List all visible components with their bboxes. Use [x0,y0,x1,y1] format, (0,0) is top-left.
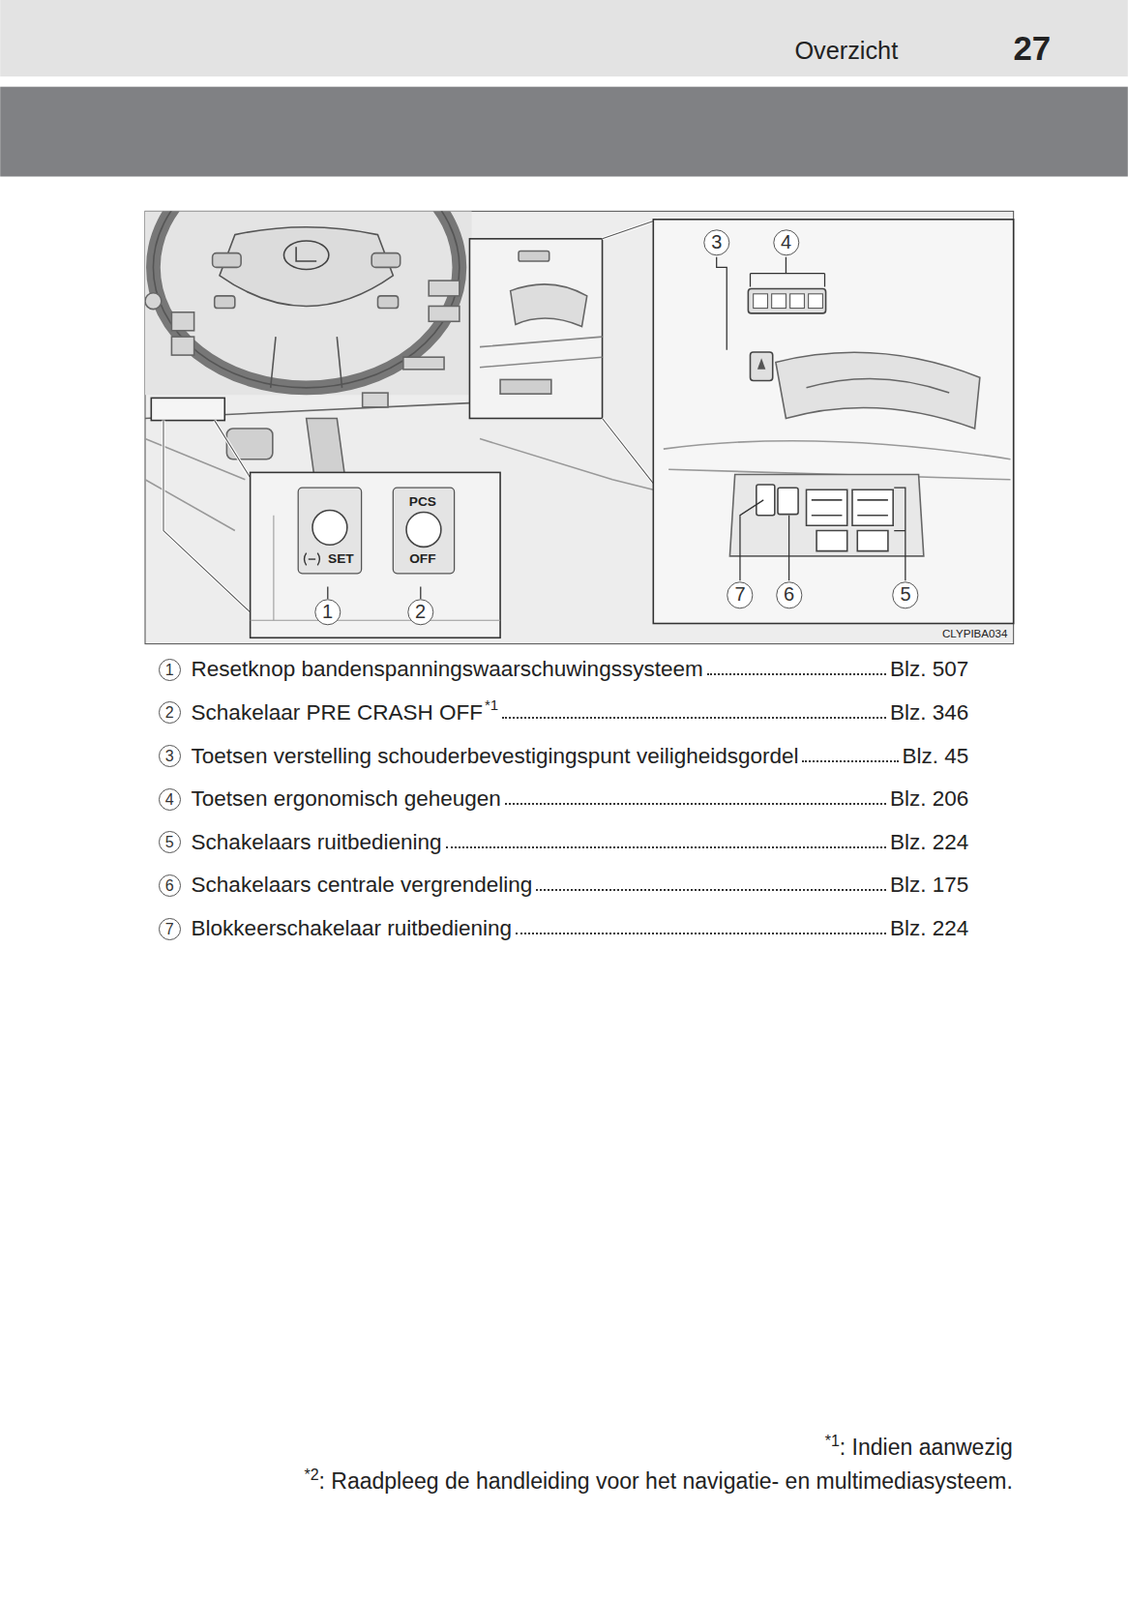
callout-number: 4 [772,229,800,256]
page-reference: Blz. 45 [902,743,970,770]
footnote-text: : Raadpleeg de handleiding voor het navi… [319,1467,1013,1493]
callout-number: 2 [407,598,434,625]
item-number: 5 [158,831,181,854]
leader-dots [535,889,887,891]
footnote-mark: *1 [484,696,499,713]
item-number: 2 [158,701,181,724]
item-name: Schakelaars centrale vergrendeling [191,872,534,898]
item-name: Blokkeerschakelaar ruitbediening [191,916,512,942]
footnote-mark: *1 [825,1432,840,1450]
button-label: SET [327,552,355,567]
leader-dots [445,846,888,849]
list-row: 7 Blokkeerschakelaar ruitbediening Blz. 22… [158,916,970,942]
footnote: *1: Indien aanwezig [825,1432,1013,1461]
button-label: OFF [409,552,436,567]
button-label: PCS [409,495,437,510]
page-reference: Blz. 224 [890,830,969,856]
figure-code: CLYPIBA034 [942,627,1008,641]
item-name: Toetsen ergonomisch geheugen [191,786,502,812]
item-name: Toetsen verstelling schouderbevestigings… [191,743,800,770]
list-row: 1 Resetknop bandenspanningswaarschuwingss… [158,656,970,683]
item-number: 1 [158,658,181,682]
list-row: 4 Toetsen ergonomisch geheugen Blz. 206 [158,786,970,812]
item-name: Schakelaar PRE CRASH OFF [191,700,483,726]
item-number: 4 [158,788,181,811]
item-number: 7 [158,918,181,941]
callout-number: 6 [775,581,802,608]
footnote-text: : Indien aanwezig [839,1434,1013,1460]
callout-number: 7 [726,581,753,608]
leader-dots [504,802,887,805]
leader-dots [801,760,898,763]
leader-dots [502,716,887,719]
list-row: 6 Schakelaars centrale vergrendeling Blz. … [158,872,970,898]
callout-number: 5 [891,581,919,608]
leader-dots [515,932,887,935]
callout-number: 3 [703,229,730,256]
leader-dots [707,673,887,676]
list-row: 5 Schakelaars ruitbediening Blz. 224 [158,830,970,856]
page-number: 27 [1012,29,1051,66]
callout-number: 1 [314,598,341,625]
page-reference: Blz. 206 [890,786,969,812]
item-name: Schakelaars ruitbediening [191,830,443,856]
list-row: 3 Toetsen verstelling schouderbevestiging… [158,743,970,770]
footnote-mark: *2 [303,1466,319,1484]
item-number: 6 [158,874,181,897]
running-header: Overzicht [794,37,898,65]
footnote: *2: Raadpleeg de handleiding voor het na… [303,1466,1012,1495]
item-number: 3 [158,744,181,768]
page-reference: Blz. 175 [890,872,969,898]
page-reference: Blz. 224 [890,916,969,942]
list-row: 2Schakelaar PRE CRASH OFF*1Blz. 346 [158,700,970,726]
page-reference: Blz. 346 [890,700,969,726]
item-name: Resetknop bandenspanningswaarschuwingssy… [191,656,704,683]
page-reference: Blz. 507 [890,656,969,683]
